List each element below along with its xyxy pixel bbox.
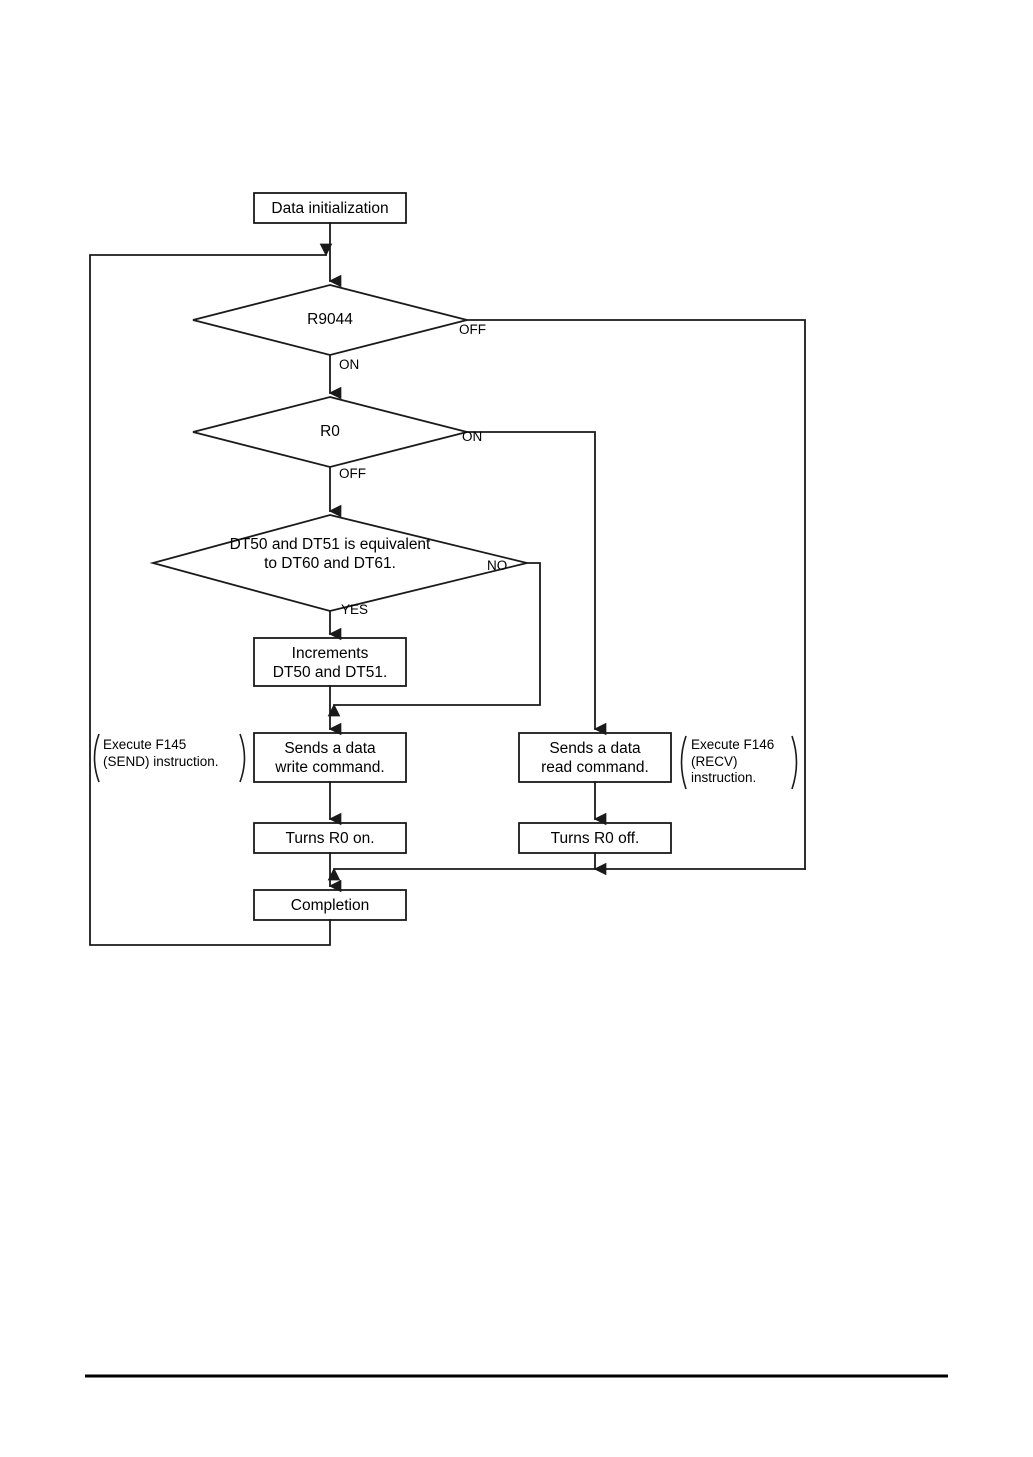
diamond-dt-compare [149,514,528,612]
edge-label-r0-off: OFF [339,466,366,481]
edge-label-r9044-off: OFF [459,322,486,337]
diamond-r0 [192,396,468,468]
box-send-read [518,732,672,783]
right-note-paren-close [791,735,798,790]
left-note-paren-open [93,733,100,783]
box-turns-r0-on [253,822,407,854]
left-note-paren-close [239,733,246,783]
edge-loop-return [89,243,333,946]
box-turns-r0-off [518,822,672,854]
edge-label-r0-on: ON [462,429,483,444]
edge-r9044-off [466,319,806,870]
box-send-write [253,732,407,783]
edge-r0-on [466,431,607,736]
edge-label-dt-yes: YES [341,602,369,617]
right-note-paren-open [680,735,687,790]
box-increments [253,637,407,687]
edge-label-dt-no: NO [487,558,508,573]
diamond-r9044 [192,284,468,356]
annotation-f145-send: Execute F145 (SEND) instruction. [103,737,219,769]
box-data-initialization [253,192,407,224]
box-completion [253,889,407,921]
annotation-f146-recv: Execute F146 (RECV) instruction. [691,737,775,785]
edge-label-r9044-on: ON [339,357,360,372]
edge-dt-no [327,562,541,717]
